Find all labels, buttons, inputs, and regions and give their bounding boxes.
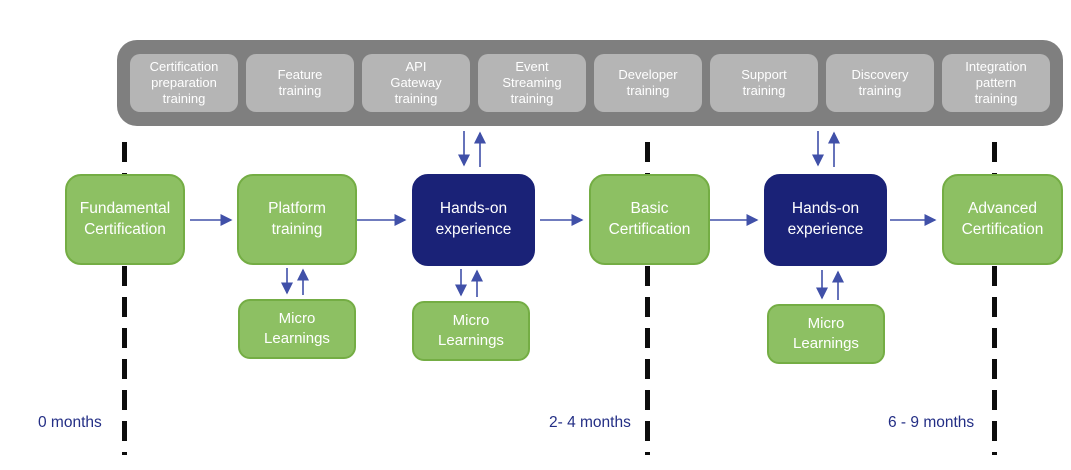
node-platform-training: Platform training [237, 174, 357, 265]
banner-item-developer-training: Developer training [594, 54, 702, 112]
timeline-dashed-line-6-9-months [992, 142, 997, 455]
node-micro-learnings-2: Micro Learnings [412, 301, 530, 361]
timeline-dashed-line-2-4-months [645, 142, 650, 455]
node-hands-on-experience-2: Hands-on experience [764, 174, 887, 266]
node-hands-on-experience-1: Hands-on experience [412, 174, 535, 266]
node-micro-learnings-3: Micro Learnings [767, 304, 885, 364]
timeline-label-6-9-months: 6 - 9 months [888, 414, 975, 431]
timeline-dashed-line-0-months [122, 142, 127, 455]
timeline-label-0-months: 0 months [38, 414, 102, 431]
banner-item-feature-training: Feature training [246, 54, 354, 112]
banner-item-event-streaming-training: Event Streaming training [478, 54, 586, 112]
node-advanced-certification: Advanced Certification [942, 174, 1063, 265]
banner-item-discovery-training: Discovery training [826, 54, 934, 112]
banner-item-support-training: Support training [710, 54, 818, 112]
node-basic-certification: Basic Certification [589, 174, 710, 265]
banner-item-certification-preparation-training: Certification preparation training [130, 54, 238, 112]
node-fundamental-certification: Fundamental Certification [65, 174, 185, 265]
node-micro-learnings-1: Micro Learnings [238, 299, 356, 359]
timeline-label-2-4-months: 2- 4 months [549, 414, 631, 431]
banner-item-api-gateway-training: API Gateway training [362, 54, 470, 112]
training-modules-banner: Certification preparation training Featu… [117, 40, 1063, 126]
banner-item-integration-pattern-training: Integration pattern training [942, 54, 1050, 112]
